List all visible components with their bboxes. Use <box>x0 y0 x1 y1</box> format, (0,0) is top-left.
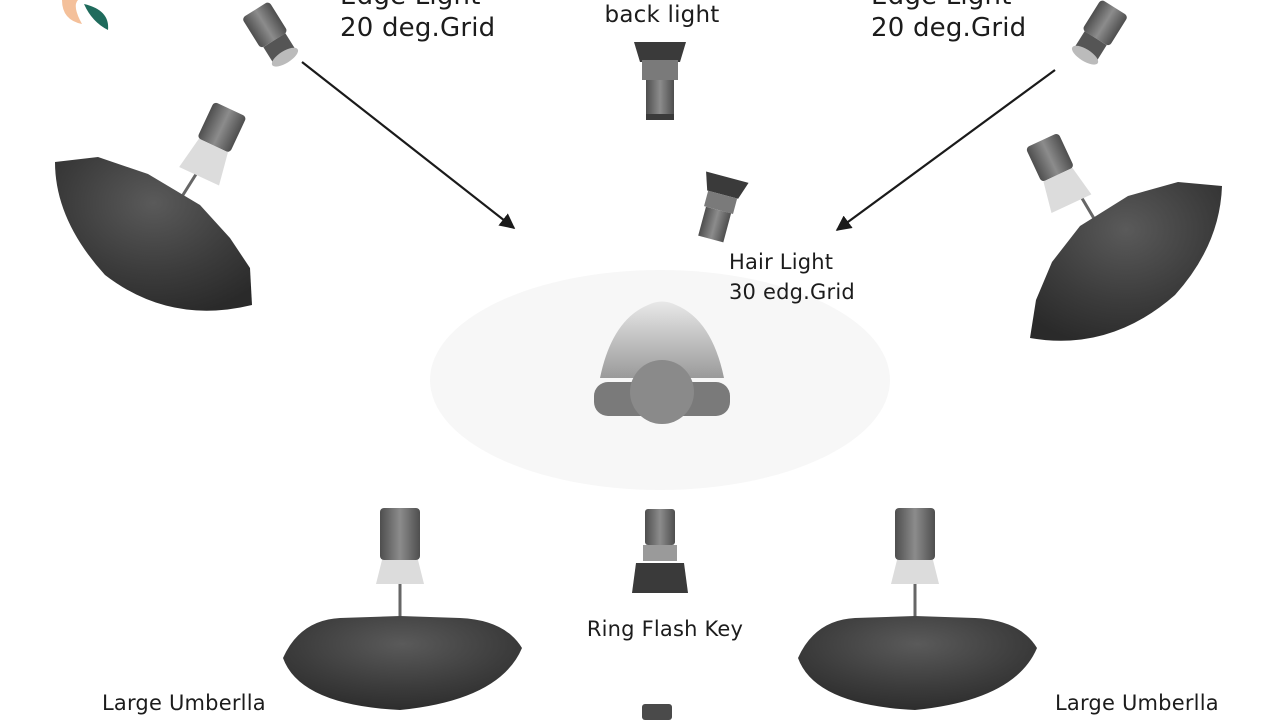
edge-light-right-title: Edge Light <box>871 0 1026 12</box>
large-umbrella-left-label: Large Umberlla <box>102 691 266 715</box>
hair-light-title: Hair Light <box>729 250 834 274</box>
edge-light-right-grid: 20 deg.Grid <box>871 13 1027 43</box>
umbrella-lower-left <box>283 508 522 710</box>
edge-light-right <box>1071 0 1127 65</box>
umbrella-upper-left <box>55 102 252 311</box>
edge-light-right-label: Edge Light 20 deg.Grid <box>871 0 1026 44</box>
large-umbrella-right-label: Large Umberlla <box>1055 691 1219 715</box>
umbrella-lower-right <box>798 508 1037 710</box>
edge-light-left-title: Edge Light <box>340 0 495 12</box>
bottom-light-stub <box>642 704 672 720</box>
arrow-edge-right <box>835 69 1056 231</box>
ring-flash-key-label: Ring Flash Key <box>586 617 744 641</box>
edge-light-left <box>243 2 299 67</box>
back-light-label: back light <box>604 2 720 28</box>
hair-light-grid: 30 edg.Grid <box>729 280 855 304</box>
edge-light-left-label: Edge Light 20 deg.Grid <box>340 0 495 44</box>
subject-figure <box>430 270 890 490</box>
edge-light-left-grid: 20 deg.Grid <box>340 13 496 43</box>
umbrella-upper-right <box>1026 133 1222 341</box>
arrow-edge-left <box>301 61 516 229</box>
brand-logo <box>62 0 109 30</box>
hair-light <box>698 171 749 243</box>
hair-light-label: Hair Light 30 edg.Grid <box>729 247 855 307</box>
back-light <box>634 42 686 120</box>
ring-flash-key <box>632 509 688 593</box>
